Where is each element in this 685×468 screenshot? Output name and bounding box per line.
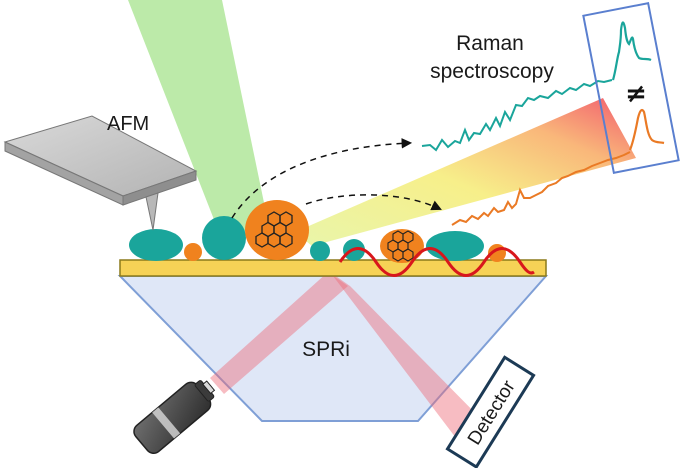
orange-spectrum-peak	[628, 108, 665, 151]
teal-particle	[426, 231, 484, 261]
scattered-light-beam	[295, 98, 636, 246]
teal-raman-spectrum	[421, 79, 613, 152]
teal-particle	[129, 229, 183, 261]
polyaromatic-molecule-icon	[387, 230, 414, 262]
teal-particle	[202, 216, 246, 260]
orange-particle	[184, 243, 202, 261]
excitation-beam	[128, 0, 268, 240]
reflected-laser-beam	[330, 272, 490, 446]
laser-source-icon	[133, 380, 216, 455]
spri-label: SPRi	[302, 338, 350, 361]
polyaromatic-molecule-icon	[255, 211, 293, 248]
incident-laser-beam	[210, 272, 348, 394]
orange-raman-spectrum	[451, 151, 631, 226]
gold-substrate	[119, 259, 547, 277]
afm-cantilever-icon	[3, 115, 198, 231]
not-equal-symbol: ≠	[625, 79, 647, 109]
detector-box: Detector	[445, 355, 536, 468]
teal-spectrum-peak	[611, 21, 652, 81]
orange-particle	[380, 229, 424, 263]
afm-label: AFM	[107, 113, 149, 135]
raman-label-line1: Raman	[456, 32, 524, 55]
plasmon-wave	[338, 247, 535, 277]
teal-particle	[310, 241, 330, 261]
raman-label-line2: spectroscopy	[430, 60, 554, 83]
orange-particle-large	[245, 200, 309, 260]
scatter-arrow-teal	[231, 138, 413, 219]
spectrum-comparison-box	[582, 2, 680, 174]
scatter-arrow-orange	[305, 194, 442, 211]
